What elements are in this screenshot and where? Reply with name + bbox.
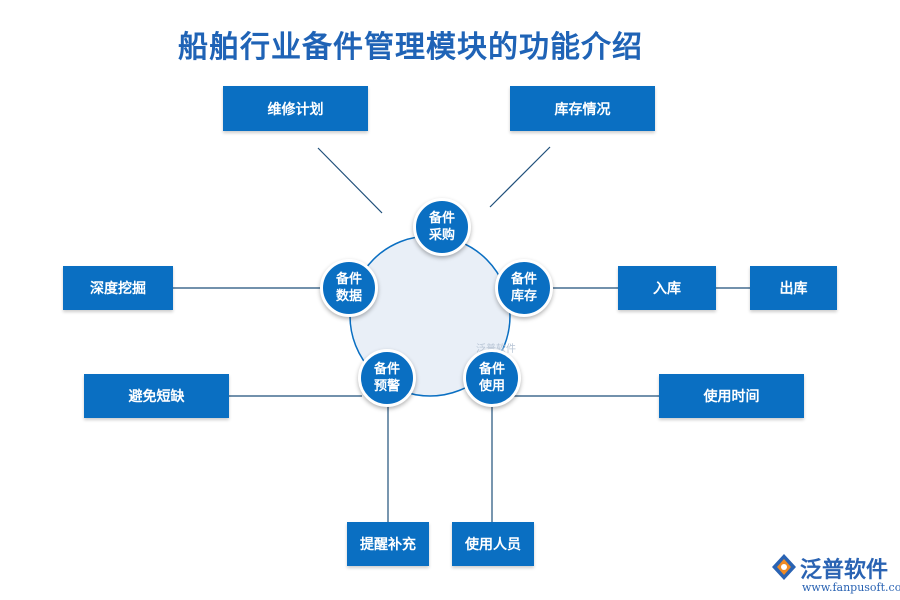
node-label-line2: 使用 [478, 379, 505, 394]
node-spare-warning: 备件 预警 [358, 349, 416, 407]
box-deep-mining: 深度挖掘 [63, 266, 173, 310]
box-avoid-shortage: 避免短缺 [84, 374, 229, 418]
box-usage-time: 使用时间 [659, 374, 804, 418]
node-label-line2: 库存 [510, 289, 537, 304]
node-spare-inventory: 备件 库存 [495, 259, 553, 317]
connector-maintenance-plan [317, 147, 383, 214]
box-stock-out: 出库 [750, 266, 837, 310]
box-reminder-replenish: 提醒补充 [347, 522, 429, 566]
node-label-line1: 备件 [428, 211, 455, 226]
node-spare-usage: 备件 使用 [463, 349, 521, 407]
node-label-line1: 备件 [335, 272, 362, 287]
node-label-line1: 备件 [373, 362, 400, 377]
connector-inventory-status [489, 146, 551, 208]
box-users: 使用人员 [452, 522, 534, 566]
node-label-line1: 备件 [478, 362, 505, 377]
node-label-line1: 备件 [510, 272, 537, 287]
box-stock-in: 入库 [618, 266, 716, 310]
logo-name: 泛普软件 [800, 558, 889, 583]
node-label-line2: 数据 [335, 289, 362, 304]
brand-logo: 泛普软件 www.fanpusoft.com [770, 552, 900, 596]
box-inventory-status: 库存情况 [510, 86, 655, 131]
diagram-title: 船舶行业备件管理模块的功能介绍 [178, 30, 643, 65]
box-maintenance-plan: 维修计划 [223, 86, 368, 131]
node-spare-data: 备件 数据 [320, 259, 378, 317]
fanpu-logo-icon [772, 554, 796, 580]
node-label-line2: 预警 [373, 379, 400, 394]
node-label-line2: 采购 [428, 228, 455, 243]
logo-url: www.fanpusoft.com [802, 581, 900, 594]
node-spare-purchase: 备件 采购 [413, 198, 471, 256]
